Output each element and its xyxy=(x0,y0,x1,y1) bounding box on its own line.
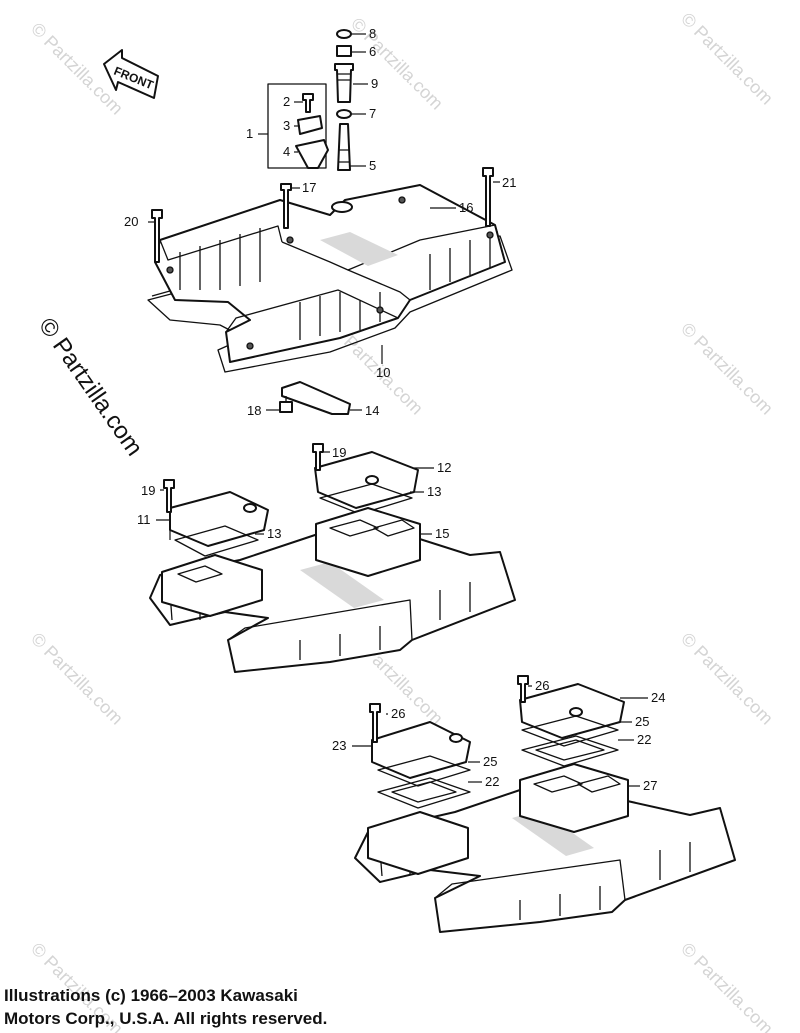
part-6 xyxy=(336,45,352,57)
part-7 xyxy=(336,109,352,119)
callout-11: 11 xyxy=(137,512,151,527)
callout-25a: 25 xyxy=(483,754,497,769)
callout-12: 12 xyxy=(437,460,451,475)
callout-17: 17 xyxy=(302,180,316,195)
callout-22b: 22 xyxy=(637,732,651,747)
callout-25b: 25 xyxy=(635,714,649,729)
callout-10: 10 xyxy=(376,365,390,380)
watermark: © Partzilla.com xyxy=(677,9,777,109)
part-9 xyxy=(334,63,354,103)
callout-19a: 19 xyxy=(332,445,346,460)
callout-24: 24 xyxy=(651,690,665,705)
callout-9: 9 xyxy=(371,76,378,91)
watermark: © Partzilla.com xyxy=(677,629,777,729)
callout-labels: 8 6 9 7 5 1 2 3 4 17 21 20 16 10 14 18 1… xyxy=(124,26,665,793)
callout-15: 15 xyxy=(435,526,449,541)
copyright-line-2: Motors Corp., U.S.A. All rights reserved… xyxy=(4,1009,328,1028)
callout-14: 14 xyxy=(365,403,379,418)
copyright-line-1: Illustrations (c) 1966–2003 Kawasaki xyxy=(4,986,298,1005)
callout-23: 23 xyxy=(332,738,346,753)
callout-13b: 13 xyxy=(267,526,281,541)
head-cover-assembly xyxy=(147,167,513,415)
callout-4: 4 xyxy=(283,144,290,159)
part-8 xyxy=(336,29,352,39)
callout-21: 21 xyxy=(502,175,516,190)
part-2 xyxy=(302,93,314,113)
callout-7: 7 xyxy=(369,106,376,121)
watermark: © Partzilla.com xyxy=(677,319,777,419)
callout-20: 20 xyxy=(124,214,138,229)
filler-parts xyxy=(334,29,354,171)
part-4 xyxy=(295,139,329,169)
callout-1: 1 xyxy=(246,126,253,141)
callout-8: 8 xyxy=(369,26,376,41)
callout-6: 6 xyxy=(369,44,376,59)
copyright-notice: Illustrations (c) 1966–2003 Kawasaki Mot… xyxy=(4,984,464,1030)
callout-26a: 26 xyxy=(391,706,405,721)
part-5 xyxy=(337,123,351,171)
callout-27: 27 xyxy=(643,778,657,793)
leader-lines xyxy=(148,33,648,787)
callout-18: 18 xyxy=(247,403,261,418)
callout-26b: 26 xyxy=(535,678,549,693)
callout-19b: 19 xyxy=(141,483,155,498)
callout-13a: 13 xyxy=(427,484,441,499)
bottom-assembly xyxy=(354,675,736,933)
watermark-main: © Partzilla.com xyxy=(33,313,148,461)
callout-3: 3 xyxy=(283,118,290,133)
callout-16: 16 xyxy=(459,200,473,215)
watermark: © Partzilla.com xyxy=(347,14,447,114)
watermark: © Partzilla.com xyxy=(27,629,127,729)
callout-2: 2 xyxy=(283,94,290,109)
callout-22a: 22 xyxy=(485,774,499,789)
watermark: © Partzilla.com xyxy=(677,939,777,1033)
middle-assembly xyxy=(149,443,516,673)
bracket-kit xyxy=(267,83,329,169)
part-3 xyxy=(297,115,323,135)
callout-5: 5 xyxy=(369,158,376,173)
